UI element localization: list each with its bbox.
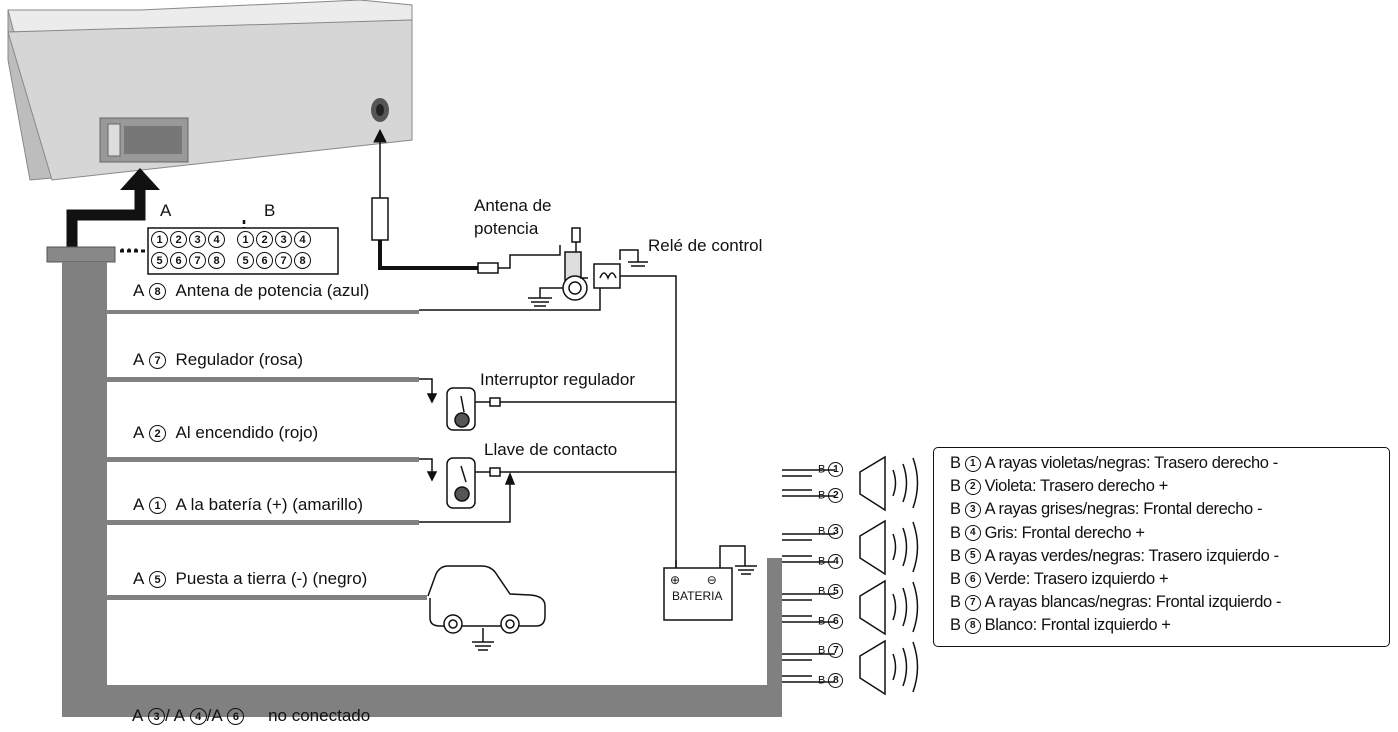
not-connected-note: A 3/ A 4/A 6 no conectado — [132, 706, 371, 726]
pin-b5: 5 — [237, 252, 254, 269]
pin-a1: 1 — [151, 231, 168, 248]
pin-b2: 2 — [256, 231, 273, 248]
pin-a4: 4 — [208, 231, 225, 248]
pin-b1: 1 — [237, 231, 254, 248]
group-b-letter: B — [264, 201, 276, 220]
speaker-pin-b6: B 6 — [818, 614, 844, 629]
speaker-pin-b4: B 4 — [818, 554, 844, 569]
harness-trunk — [46, 246, 782, 717]
pin-a8: 8 — [208, 252, 225, 269]
speaker-front-left — [782, 639, 919, 696]
battery-label: BATERIA — [672, 589, 723, 603]
wire-label-a2: A 2 Al encendido (rojo) — [133, 423, 319, 443]
battery-terminals: ⊕ ⊖ — [670, 573, 717, 587]
head-unit — [7, 0, 413, 181]
car-ground — [427, 565, 546, 651]
pin-b8: 8 — [294, 252, 311, 269]
wire-label-a5: A 5 Puesta a tierra (-) (negro) — [133, 569, 368, 589]
ignition-key-label: Llave de contacto — [484, 440, 618, 459]
speaker-rear-right — [782, 455, 919, 512]
battery — [663, 545, 757, 621]
power-antenna-label-2: potencia — [474, 219, 539, 238]
speaker-pin-b3: B 3 — [818, 524, 844, 539]
pin-a7: 7 — [189, 252, 206, 269]
speakers — [782, 455, 919, 696]
speaker-pin-b7: B 7 — [818, 643, 844, 658]
speaker-pin-b2: B 2 — [818, 488, 844, 503]
wire-label-a8: A 8 Antena de potencia (azul) — [133, 281, 370, 301]
pin-grid: 1 2 3 4 1 2 3 4 5 6 7 8 5 6 7 8 — [151, 231, 337, 269]
control-relay-label: Relé de control — [648, 236, 763, 255]
pin-b6: 6 — [256, 252, 273, 269]
pin-a6: 6 — [170, 252, 187, 269]
power-antenna-label-1: Antena de — [474, 196, 552, 215]
wire-label-a7: A 7 Regulador (rosa) — [133, 350, 304, 370]
control-relay — [419, 249, 677, 568]
speaker-pin-b8: B 8 — [818, 673, 844, 688]
wire-label-a1: A 1 A la batería (+) (amarillo) — [133, 495, 364, 515]
pin-b3: 3 — [275, 231, 292, 248]
pin-b4: 4 — [294, 231, 311, 248]
speaker-rear-left — [782, 579, 919, 636]
group-a-letter: A — [160, 201, 172, 220]
power-antenna-motor — [528, 227, 588, 307]
antenna-cable — [371, 128, 561, 274]
pin-a2: 2 — [170, 231, 187, 248]
ellipsis: ... — [120, 236, 141, 255]
speaker-pin-b5: B 5 — [818, 584, 844, 599]
dimmer-switch-label: Interruptor regulador — [480, 370, 635, 389]
pin-b7: 7 — [275, 252, 292, 269]
pin-a3: 3 — [189, 231, 206, 248]
ignition-switch — [419, 457, 676, 523]
dimmer-switch — [419, 378, 676, 431]
pin-a5: 5 — [151, 252, 168, 269]
speaker-pin-b1: B 1 — [818, 462, 844, 477]
speaker-front-right — [782, 519, 919, 576]
harness-to-unit — [66, 168, 160, 248]
